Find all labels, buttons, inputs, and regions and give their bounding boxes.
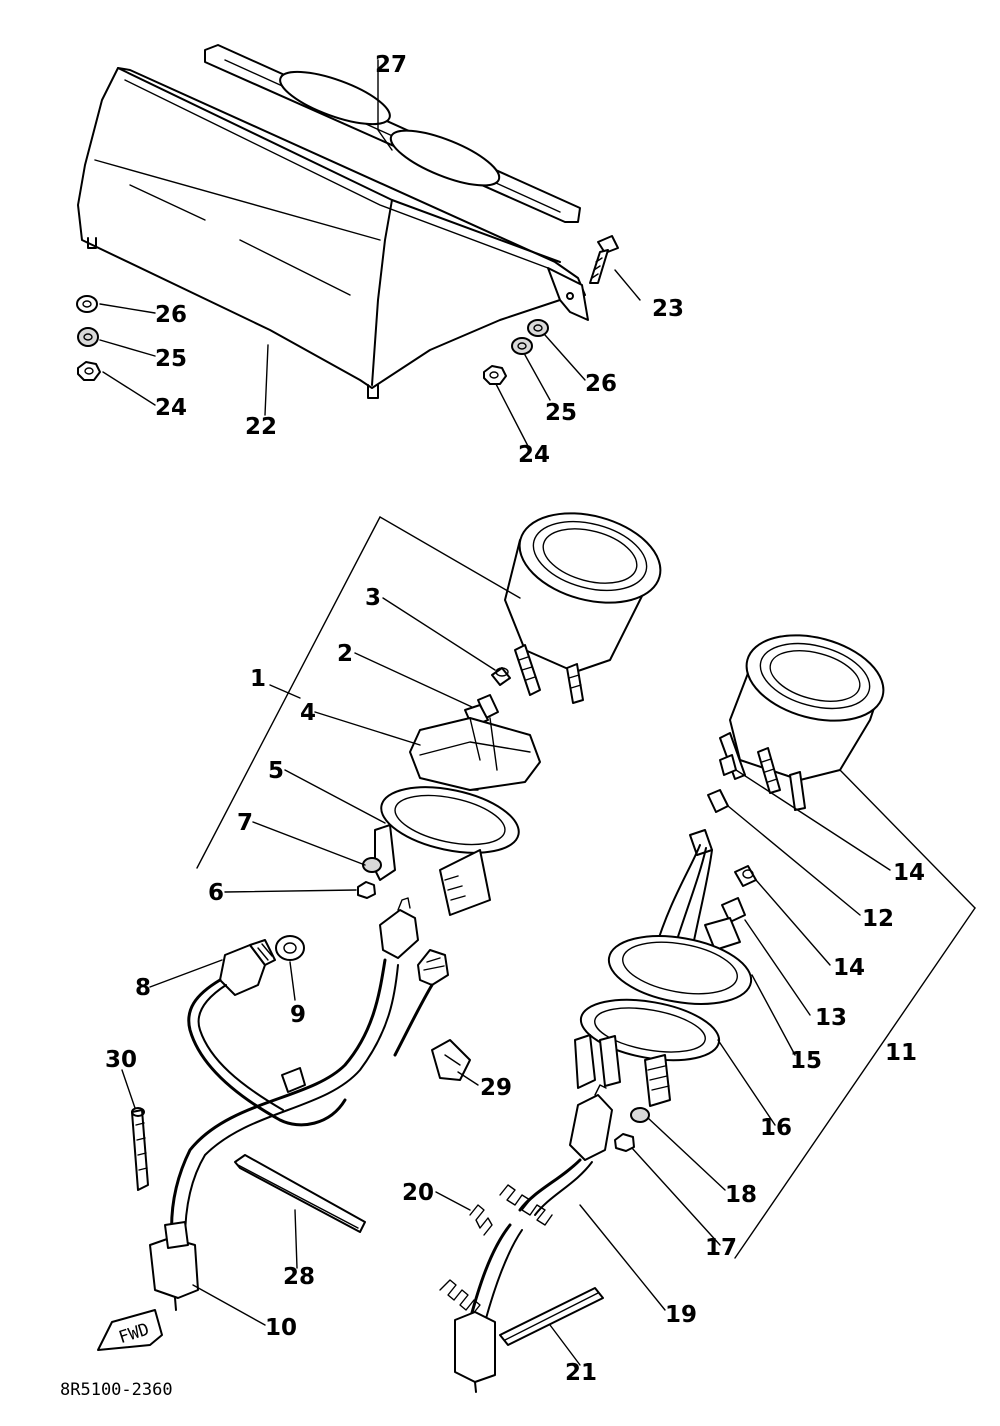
callout-8: 8 (135, 975, 151, 1001)
callout-9: 9 (290, 1002, 306, 1028)
forward-direction-tag: FWD (97, 1309, 163, 1351)
callout-4: 4 (300, 700, 316, 726)
callout-25-left: 25 (155, 346, 187, 372)
callout-27: 27 (375, 52, 407, 78)
callout-23: 23 (652, 296, 684, 322)
callout-25-right: 25 (545, 400, 577, 426)
callout-1: 1 (250, 666, 266, 692)
callout-20: 20 (402, 1180, 434, 1206)
callout-15: 15 (790, 1048, 822, 1074)
part-code: 8R5100-2360 (60, 1380, 173, 1400)
leader-lines (99, 59, 891, 1366)
callout-26-left: 26 (155, 302, 187, 328)
callout-numbers: 27 23 26 25 24 22 26 25 24 3 2 1 4 5 7 6… (105, 52, 925, 1386)
callout-28: 28 (283, 1264, 315, 1290)
callout-7: 7 (237, 810, 253, 836)
callout-13: 13 (815, 1005, 847, 1031)
group-bracket-right (734, 769, 976, 1259)
meter-cover (77, 67, 589, 399)
callout-5: 5 (268, 758, 284, 784)
hardware-left (76, 295, 101, 381)
callout-11: 11 (885, 1040, 917, 1066)
tachometer-cable (439, 1084, 613, 1393)
callout-12: 12 (862, 906, 894, 932)
callout-2: 2 (337, 641, 353, 667)
callout-3: 3 (365, 585, 381, 611)
callout-14-upper: 14 (893, 860, 925, 886)
callout-14-lower: 14 (833, 955, 865, 981)
callout-30: 30 (105, 1047, 137, 1073)
tachometer-assembly (574, 634, 885, 1152)
callout-24-right: 24 (518, 442, 550, 468)
callout-19: 19 (665, 1302, 697, 1328)
callout-29: 29 (480, 1075, 512, 1101)
callout-10: 10 (265, 1315, 297, 1341)
callout-16: 16 (760, 1115, 792, 1141)
callout-22: 22 (245, 414, 277, 440)
gasket (204, 44, 581, 223)
callout-17: 17 (705, 1235, 737, 1261)
speedometer-assembly (357, 512, 662, 916)
callout-18: 18 (725, 1182, 757, 1208)
callout-6: 6 (208, 880, 224, 906)
callout-21: 21 (565, 1360, 597, 1386)
bolt (589, 235, 619, 284)
wiring-harness (131, 897, 471, 1311)
hardware-right (483, 319, 549, 385)
callout-26-right: 26 (585, 371, 617, 397)
callout-24-left: 24 (155, 395, 187, 421)
